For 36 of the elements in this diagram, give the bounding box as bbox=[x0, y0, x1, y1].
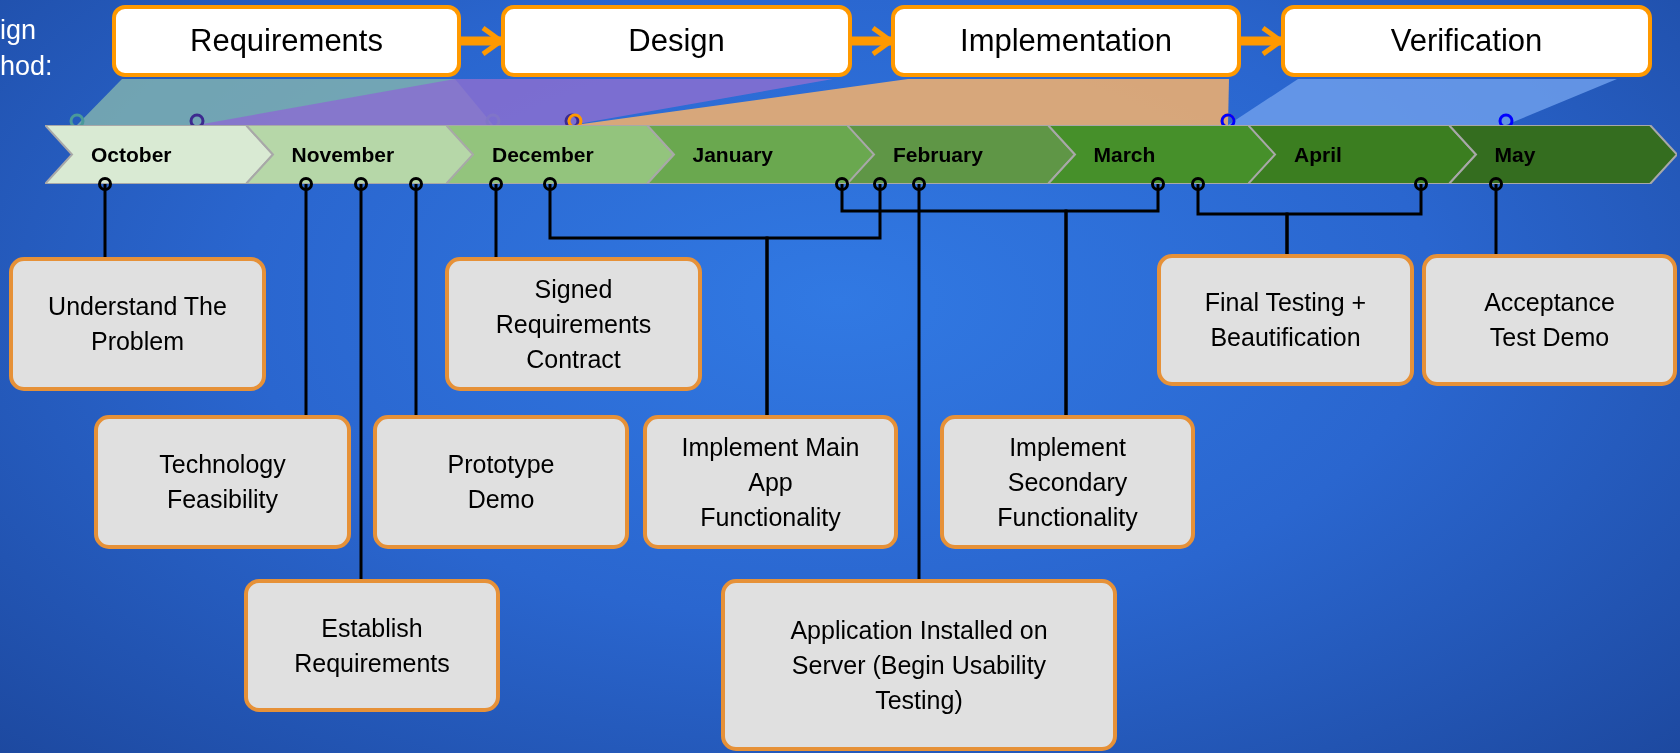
month-timeline-segment: December bbox=[446, 125, 674, 184]
month-timeline-segment: October bbox=[45, 125, 273, 184]
phase-arrow bbox=[852, 25, 894, 57]
milestone-box: Understand The Problem bbox=[9, 257, 266, 391]
month-timeline-segment: January bbox=[646, 125, 875, 184]
cut-off-heading-text: ign hod: bbox=[0, 14, 54, 84]
phase-arrow bbox=[1241, 25, 1284, 57]
phase-box: Design bbox=[501, 5, 852, 77]
leader-line bbox=[1064, 177, 1165, 415]
milestone-box: Acceptance Test Demo bbox=[1422, 254, 1677, 386]
leader-line bbox=[912, 177, 926, 579]
milestone-box: Establish Requirements bbox=[244, 579, 500, 712]
milestone-box: Final Testing + Beautification bbox=[1157, 254, 1414, 386]
month-timeline-segment: February bbox=[847, 125, 1075, 184]
leader-line bbox=[489, 177, 503, 257]
month-timeline-segment: April bbox=[1248, 125, 1476, 184]
month-timeline-segment: March bbox=[1047, 125, 1276, 184]
leader-line bbox=[354, 177, 368, 579]
phase-arrow bbox=[461, 25, 504, 57]
leader-line bbox=[1489, 177, 1503, 254]
leader-line bbox=[765, 177, 887, 415]
leader-line bbox=[98, 177, 112, 257]
phase-box: Verification bbox=[1281, 5, 1652, 77]
milestone-box: Signed Requirements Contract bbox=[445, 257, 702, 391]
leader-line bbox=[409, 177, 423, 415]
phase-box: Implementation bbox=[891, 5, 1241, 77]
month-timeline-segment: November bbox=[245, 125, 474, 184]
milestone-box: Application Installed on Server (Begin Usability Testing) bbox=[721, 579, 1117, 751]
milestone-box: Implement Secondary Functionality bbox=[940, 415, 1195, 549]
phase-box: Requirements bbox=[112, 5, 461, 77]
leader-line bbox=[1285, 177, 1428, 254]
milestone-box: Implement Main App Functionality bbox=[643, 415, 898, 549]
leader-line bbox=[299, 177, 313, 415]
milestone-box: Prototype Demo bbox=[373, 415, 629, 549]
milestone-box: Technology Feasibility bbox=[94, 415, 351, 549]
month-timeline-segment: May bbox=[1448, 125, 1677, 184]
